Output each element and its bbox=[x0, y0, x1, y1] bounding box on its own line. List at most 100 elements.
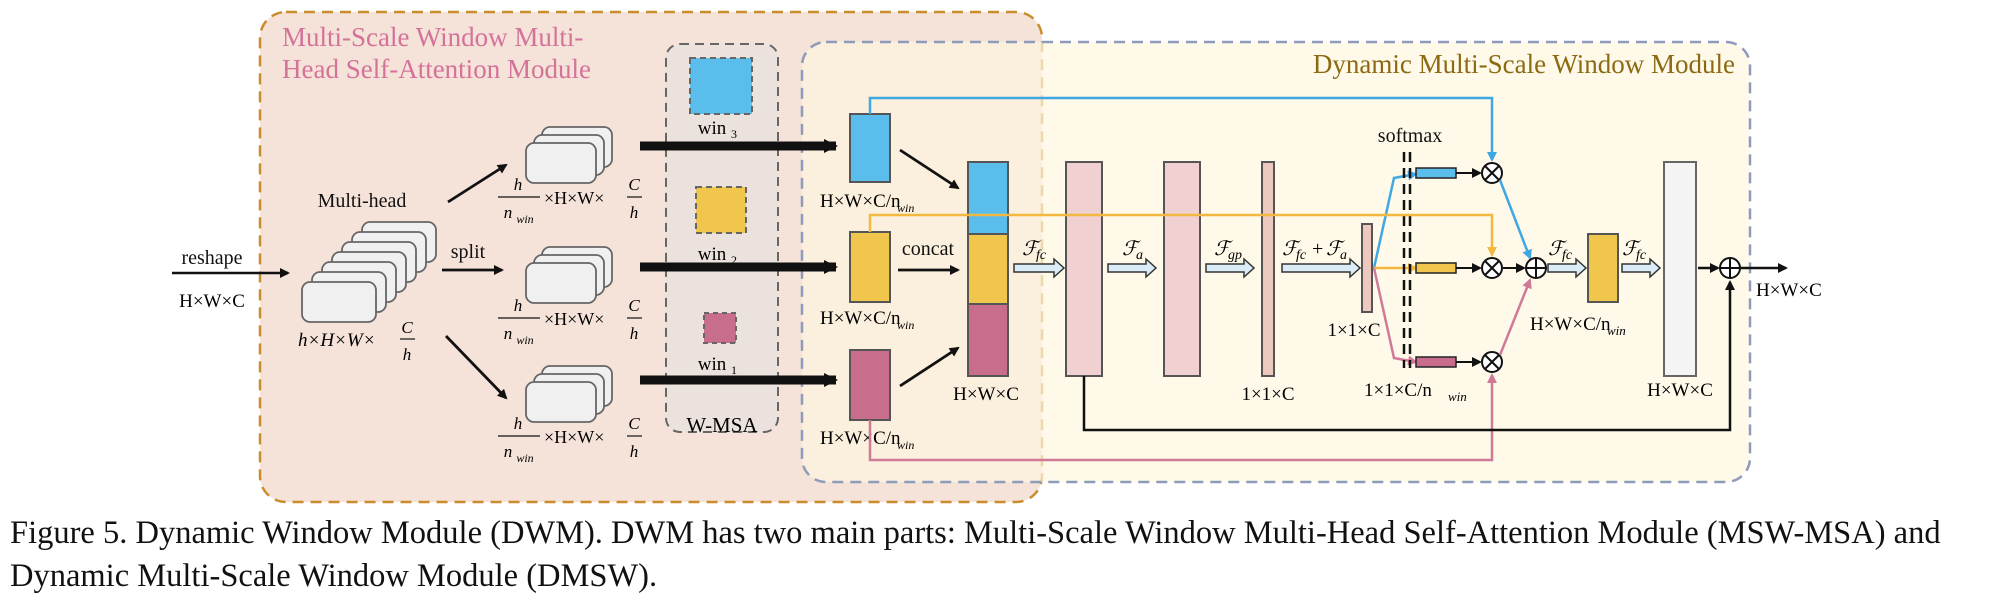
out-pink-block bbox=[849, 349, 891, 421]
softmax-label: softmax bbox=[1378, 125, 1442, 147]
svg-text:win: win bbox=[516, 212, 533, 226]
svg-text:win: win bbox=[897, 438, 914, 452]
svg-text:fc: fc bbox=[1636, 248, 1647, 263]
hollow-arrow-fc3 bbox=[1621, 257, 1662, 279]
dwm-diagram: Multi-Scale Window Multi- Head Self-Atte… bbox=[172, 10, 1822, 504]
svg-text:H×W×C/n: H×W×C/n bbox=[820, 191, 901, 212]
concat-shape: H×W×C bbox=[953, 384, 1019, 405]
svg-text:ℱ: ℱ bbox=[1282, 238, 1301, 260]
op-a: ℱ a bbox=[1122, 238, 1143, 263]
weight-yellow bbox=[1415, 262, 1457, 274]
out-yellow-block bbox=[849, 231, 891, 303]
input-shape: H×W×C bbox=[179, 291, 245, 312]
win1-block bbox=[703, 312, 737, 344]
split-arrow-top bbox=[447, 163, 508, 204]
svg-text:C: C bbox=[628, 296, 640, 315]
svg-text:ℱ: ℱ bbox=[1622, 238, 1641, 260]
concat-label: concat bbox=[902, 238, 955, 260]
svg-text:ℱ: ℱ bbox=[1326, 238, 1345, 260]
svg-text:h: h bbox=[630, 324, 639, 343]
wmsa-label: W-MSA bbox=[686, 413, 758, 437]
skip-line-pink bbox=[868, 373, 1497, 462]
branch-shape-top: h n win ×H×W× C h bbox=[498, 175, 642, 226]
svg-text:n: n bbox=[504, 203, 513, 222]
op-gp: ℱ gp bbox=[1214, 238, 1242, 263]
concat-arrow-bottom bbox=[899, 346, 960, 388]
a-block bbox=[1163, 161, 1201, 377]
svg-text:gp: gp bbox=[1228, 248, 1242, 263]
hollow-arrow-a bbox=[1107, 257, 1158, 279]
hollow-arrow-sum bbox=[1281, 257, 1362, 279]
op-fc1: ℱ fc bbox=[1022, 238, 1047, 263]
gp-block bbox=[1261, 161, 1275, 377]
branch-to-pink bbox=[1372, 267, 1418, 366]
svg-text:win: win bbox=[1448, 389, 1467, 404]
hollow-arrow-fc2 bbox=[1547, 257, 1588, 279]
weight-blue bbox=[1415, 167, 1457, 179]
svg-text:ℱ: ℱ bbox=[1022, 238, 1041, 260]
hollow-arrow-fc1 bbox=[1013, 257, 1066, 279]
svg-text:n: n bbox=[504, 442, 513, 461]
svg-text:1×1×C/n: 1×1×C/n bbox=[1364, 380, 1432, 401]
svg-text:C: C bbox=[401, 318, 413, 337]
mult-pink-to-sum bbox=[1498, 278, 1532, 356]
multihead-label: Multi-head bbox=[318, 190, 407, 212]
sum-block bbox=[1361, 223, 1373, 313]
svg-text:C: C bbox=[628, 175, 640, 194]
svg-text:h: h bbox=[514, 414, 523, 433]
figure-caption: Figure 5. Dynamic Window Module (DWM). D… bbox=[10, 515, 1941, 594]
concat-yellow bbox=[967, 233, 1009, 305]
svg-text:fc: fc bbox=[1296, 248, 1307, 263]
msw-title-line1: Multi-Scale Window Multi- bbox=[282, 22, 583, 52]
svg-text:H×W×C/n: H×W×C/n bbox=[820, 428, 901, 449]
hollow-arrow-gp bbox=[1205, 257, 1256, 279]
multihead-stack bbox=[301, 221, 437, 323]
svg-text:a: a bbox=[1340, 248, 1347, 263]
fc-block-1 bbox=[1065, 161, 1103, 377]
split-arrow-bottom bbox=[444, 335, 508, 400]
concat-pink bbox=[967, 303, 1009, 377]
svg-text:win: win bbox=[897, 318, 914, 332]
concat-arrow-top bbox=[899, 148, 960, 190]
svg-text:win: win bbox=[1607, 323, 1626, 338]
weight-pink bbox=[1415, 356, 1457, 368]
svg-text:×H×W×: ×H×W× bbox=[544, 188, 604, 208]
multihead-shape: h×H×W× C h bbox=[298, 318, 415, 364]
multiply-icon-yellow bbox=[1481, 257, 1503, 279]
out-blue-block bbox=[849, 113, 891, 183]
svg-text:×H×W×: ×H×W× bbox=[544, 309, 604, 329]
dmsw-title: Dynamic Multi-Scale Window Module bbox=[1313, 49, 1735, 79]
svg-text:ℱ: ℱ bbox=[1214, 238, 1233, 260]
skip-line-yellow bbox=[868, 213, 1497, 257]
dmsw-panel bbox=[800, 40, 1752, 484]
output-shape: H×W×C bbox=[1756, 280, 1822, 301]
svg-text:+: + bbox=[1312, 238, 1323, 260]
svg-text:h: h bbox=[630, 203, 639, 222]
win2-label: win bbox=[698, 244, 727, 265]
op-fc2: ℱ fc bbox=[1548, 238, 1573, 263]
svg-text:h: h bbox=[514, 175, 523, 194]
svg-text:h×H×W×: h×H×W× bbox=[298, 330, 376, 351]
svg-text:fc: fc bbox=[1562, 248, 1573, 263]
branch-stack-bottom bbox=[525, 365, 613, 423]
mult-blue-to-sum bbox=[1498, 179, 1532, 260]
win3-sub: 3 bbox=[731, 127, 737, 141]
svg-text:ℱ: ℱ bbox=[1122, 238, 1141, 260]
multiply-icon-blue bbox=[1481, 162, 1503, 184]
svg-text:win: win bbox=[897, 201, 914, 215]
wmsa-panel bbox=[665, 43, 779, 433]
fc-out-shape: H×W×C/n win bbox=[1530, 314, 1626, 338]
svg-text:×H×W×: ×H×W× bbox=[544, 427, 604, 447]
svg-text:fc: fc bbox=[1036, 248, 1047, 263]
svg-text:C: C bbox=[628, 414, 640, 433]
softmax-shape: 1×1×C/n win bbox=[1364, 380, 1467, 404]
split-label: split bbox=[451, 241, 486, 263]
branch-stack-mid bbox=[525, 246, 613, 304]
gp-shape: 1×1×C bbox=[1241, 384, 1294, 405]
win2-sub: 2 bbox=[731, 253, 737, 267]
branch-stack-top bbox=[525, 126, 613, 184]
svg-text:n: n bbox=[504, 324, 513, 343]
plus-icon-merge bbox=[1525, 257, 1547, 279]
msw-title-line2: Head Self-Attention Module bbox=[282, 54, 591, 84]
branch-to-blue bbox=[1372, 170, 1418, 269]
